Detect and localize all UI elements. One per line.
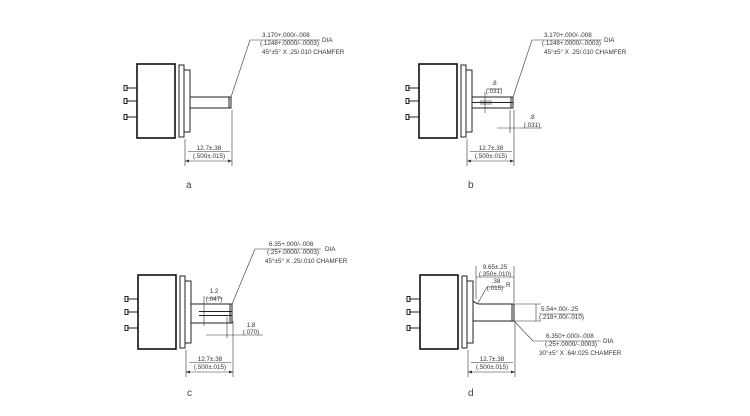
slot-depth-top: 1.8 — [247, 322, 256, 329]
panel-label: c — [187, 388, 192, 399]
flat-length-top: 9.65±.25 — [483, 264, 508, 271]
dia-bottom: (.1248+.0000/-.0003) — [542, 40, 601, 47]
slot-width-top: 1.2 — [210, 288, 219, 295]
dia-label: DIA — [603, 338, 614, 345]
length-top: 12.7±.38 — [198, 356, 223, 363]
radius-suffix: R — [506, 282, 511, 289]
panel-b: .8 (.031) .8 (.031) 3.170+.000/-.008 (.1… — [405, 32, 627, 191]
chamfer-spec: 45°±5° X .25/.010 CHAMFER — [265, 257, 348, 265]
dia-top: 6.350+.000/-.008 — [546, 333, 594, 340]
panel-label: b — [468, 180, 474, 191]
radius-top: .38 — [492, 278, 501, 285]
chamfer-spec: 45°±5° X .25/.010 CHAMFER — [544, 48, 627, 56]
length-top: 12.7±.38 — [480, 356, 505, 363]
chamfer-spec: 30°±5° X .64/.025 CHAMFER — [539, 349, 622, 357]
slot-depth-bottom: (.031) — [524, 122, 540, 129]
length-top: 12.7±.38 — [479, 145, 504, 152]
panel-d: 9.65±.25 (.350±.010) .38 (.015) R 5.54+.… — [406, 264, 622, 399]
slot-width-bottom: (.031) — [486, 88, 502, 95]
length-bottom: (.500±.015) — [476, 364, 508, 371]
dia-bottom: (.25+.0000/-.0003) — [267, 249, 319, 256]
slot-depth-bottom: (.070) — [243, 329, 259, 336]
slot-width-bottom: (.047) — [206, 296, 222, 303]
dia-bottom: (.1248+.0000/-.0003) — [260, 40, 319, 47]
length-top: 12.7±.38 — [197, 145, 222, 152]
chamfer-spec: 45°±5° X .25/.010 CHAMFER — [262, 48, 345, 56]
length-bottom: (.500±.015) — [194, 364, 226, 371]
slot-depth-top: .8 — [529, 114, 535, 121]
length-bottom: (.500±.015) — [475, 153, 507, 160]
panel-label: a — [186, 180, 192, 191]
shaft — [472, 300, 515, 322]
radius-bottom: (.015) — [487, 285, 503, 292]
dia-bottom: (.25+.0000/-.0003) — [545, 341, 597, 348]
dia-label: DIA — [325, 246, 336, 253]
slot-width-top: .8 — [491, 80, 497, 87]
flat-dim-top: 5.54+.00/-.25 — [541, 306, 579, 313]
flat-length-bottom: (.350±.010) — [479, 271, 511, 278]
dia-top: 6.35+.000/-.008 — [269, 241, 314, 248]
dia-top: 3.170+.000/-.008 — [544, 32, 592, 39]
panel-c: 1.2 (.047) 1.8 (.070) 6.35+.000/-.008 (.… — [124, 241, 348, 399]
flat-dim-bottom: (.218+.00/-.010) — [539, 314, 584, 321]
dia-label: DIA — [604, 37, 615, 44]
length-bottom: (.500±.015) — [193, 153, 225, 160]
dia-top: 3.170+.000/-.008 — [262, 32, 310, 39]
dia-label: DIA — [322, 37, 333, 44]
panel-a: 3.170+.000/-.008 (.1248+.0000/-.0003) DI… — [123, 32, 345, 191]
panel-label: d — [468, 388, 474, 399]
shaft — [189, 96, 232, 109]
